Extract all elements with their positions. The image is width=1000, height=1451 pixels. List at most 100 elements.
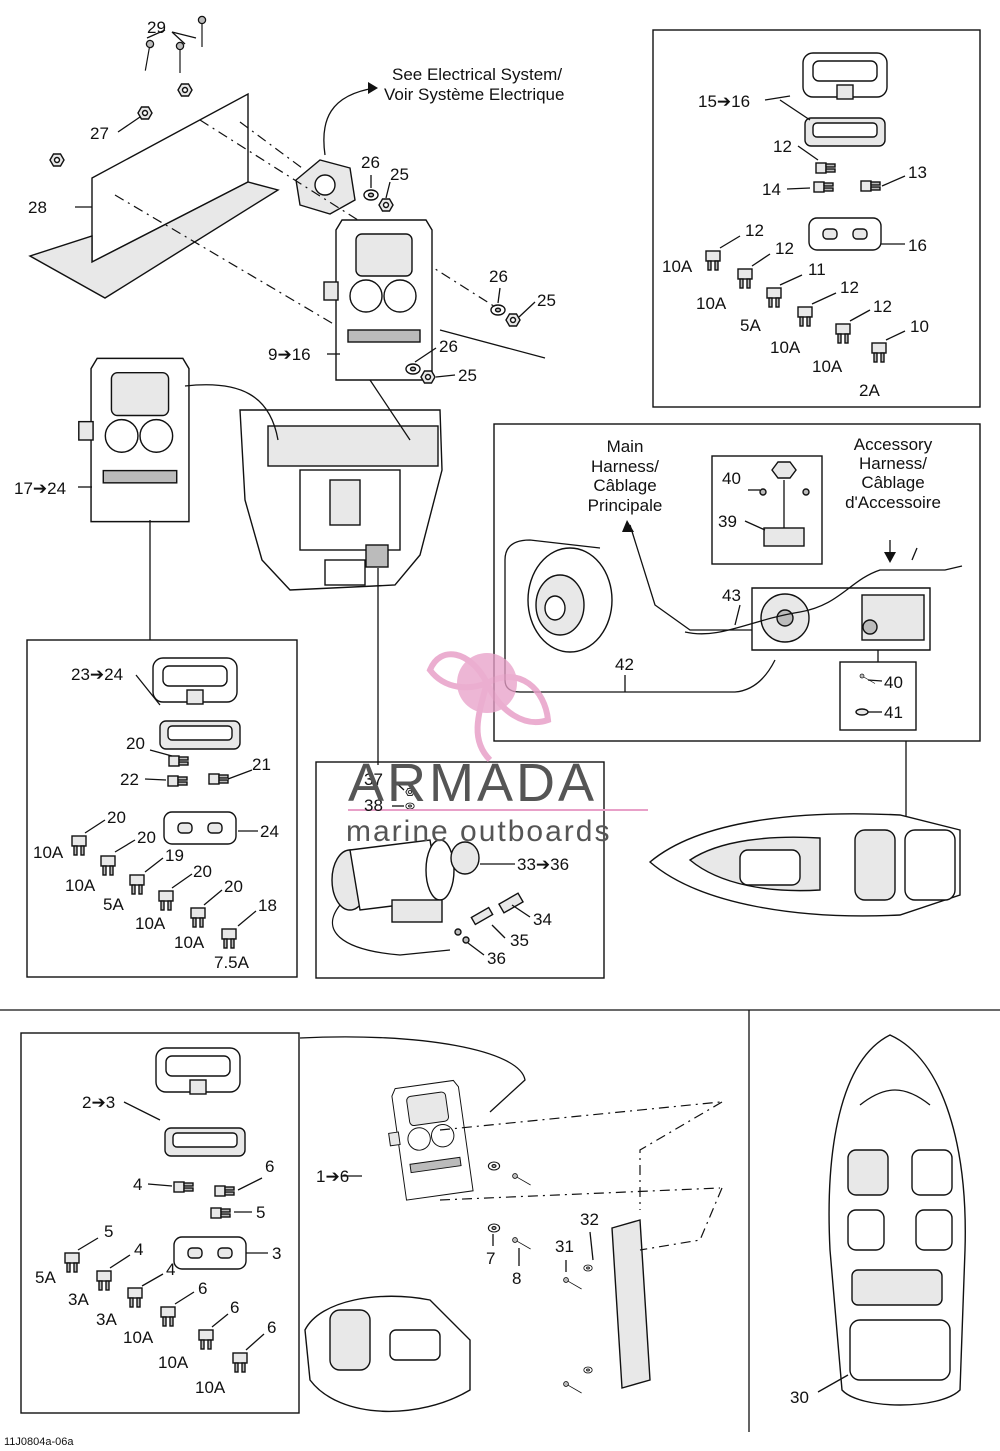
callout-4b: 4	[134, 1240, 143, 1259]
fan-assembly	[527, 547, 613, 653]
callout-37: 37	[364, 770, 383, 789]
amp-5a-1: 5A	[740, 316, 761, 335]
callout-12b: 12	[745, 221, 764, 240]
note-electrical-fr: Voir Système Electrique	[384, 85, 564, 104]
watermark-tagline: marine outboards	[346, 815, 611, 848]
callout-20e: 20	[224, 877, 243, 896]
callout-33-36: 33➔36	[517, 855, 569, 874]
callout-38: 38	[364, 796, 383, 815]
callout-6a: 6	[265, 1157, 274, 1176]
callout-11: 11	[808, 260, 826, 279]
callout-29: 29	[147, 18, 166, 37]
callout-13: 13	[908, 163, 927, 182]
callout-18: 18	[258, 896, 277, 915]
callout-12e: 12	[873, 297, 892, 316]
amp-d-3a-2: 3A	[96, 1310, 117, 1329]
amp-d-10a-3: 10A	[195, 1378, 226, 1397]
callout-20b: 20	[107, 808, 126, 827]
fuse-detail-box-3	[20, 1032, 300, 1414]
amp-b-10a-1: 10A	[33, 843, 64, 862]
harness-detail-box	[493, 423, 981, 742]
connectors-34-35	[454, 892, 524, 944]
callout-41: 41	[884, 703, 903, 722]
amp-b-5a: 5A	[103, 895, 124, 914]
boat-console-view	[304, 1295, 471, 1412]
watermark-logo	[426, 651, 552, 763]
note-accessory-harness-2: Harness/	[859, 454, 927, 473]
callout-36: 36	[487, 949, 506, 968]
callout-26a: 26	[361, 153, 380, 172]
callout-12c: 12	[775, 239, 794, 258]
callout-24: 24	[260, 822, 279, 841]
callout-40a: 40	[722, 469, 741, 488]
amp-2a: 2A	[859, 381, 880, 400]
callout-32: 32	[580, 1210, 599, 1229]
amp-b-10a-2: 10A	[65, 876, 96, 895]
callout-42: 42	[615, 655, 634, 674]
amp-10a-2: 10A	[696, 294, 727, 313]
callout-23-24: 23➔24	[71, 665, 123, 684]
callout-16: 16	[908, 236, 927, 255]
callout-15-16: 15➔16	[698, 92, 750, 111]
callout-6d: 6	[267, 1318, 276, 1337]
amp-10a-1: 10A	[662, 257, 693, 276]
amp-d-3a-1: 3A	[68, 1290, 89, 1309]
bolts-27	[49, 83, 193, 167]
callout-27: 27	[90, 124, 109, 143]
callout-17-24: 17➔24	[14, 479, 66, 498]
amp-b-10a-4: 10A	[174, 933, 205, 952]
amp-d-5a: 5A	[35, 1268, 56, 1287]
note-accessory-harness-4: d'Accessoire	[845, 493, 941, 512]
callout-25c: 25	[458, 366, 477, 385]
callout-31: 31	[555, 1237, 574, 1256]
callout-5b: 5	[104, 1222, 113, 1241]
callout-9-16: 9➔16	[268, 345, 311, 364]
amp-b-10a-3: 10A	[135, 914, 166, 933]
console-body	[184, 379, 443, 591]
callout-20a: 20	[126, 734, 145, 753]
callout-5a: 5	[256, 1203, 265, 1222]
callout-4c: 4	[166, 1260, 175, 1279]
callout-25a: 25	[390, 165, 409, 184]
callout-10: 10	[910, 317, 929, 336]
callout-34: 34	[533, 910, 552, 929]
note-main-harness-4: Principale	[588, 496, 663, 515]
callout-7: 7	[486, 1249, 495, 1268]
battery-switch	[295, 82, 378, 215]
callout-20d: 20	[193, 862, 212, 881]
amp-10a-3: 10A	[770, 338, 801, 357]
callout-21: 21	[252, 755, 271, 774]
fuse-detail-box-1	[652, 29, 981, 408]
callout-8: 8	[512, 1269, 521, 1288]
amp-d-10a-1: 10A	[123, 1328, 154, 1347]
bilge-pump	[331, 839, 480, 956]
screws-29	[141, 15, 207, 74]
callout-26b: 26	[489, 267, 508, 286]
amp-10a-4: 10A	[812, 357, 843, 376]
boat-hull-plan-view	[828, 1034, 966, 1406]
callout-19: 19	[165, 846, 184, 865]
callout-12d: 12	[840, 278, 859, 297]
amp-b-7-5a: 7.5A	[214, 953, 250, 972]
callout-30: 30	[790, 1388, 809, 1407]
relay-39	[759, 461, 810, 547]
callout-28: 28	[28, 198, 47, 217]
watermark-brand: ARMADA	[348, 753, 597, 813]
callout-3: 3	[272, 1244, 281, 1263]
callout-14: 14	[762, 180, 781, 199]
callout-1-6: 1➔6	[316, 1167, 349, 1186]
note-accessory-harness-1: Accessory	[854, 435, 933, 454]
mounting-panel	[28, 92, 280, 299]
callout-35: 35	[510, 931, 529, 950]
callout-40b: 40	[884, 673, 903, 692]
callout-4a: 4	[133, 1175, 142, 1194]
callout-43: 43	[722, 586, 741, 605]
callout-6b: 6	[198, 1279, 207, 1298]
note-main-harness-3: Câblage	[593, 476, 656, 495]
pump-detail-box	[315, 761, 605, 979]
note-main-harness-1: Main	[607, 437, 644, 456]
drawing-code: 11J0804a-06a	[4, 1436, 74, 1448]
callout-39: 39	[718, 512, 737, 531]
amp-d-10a-2: 10A	[158, 1353, 189, 1372]
